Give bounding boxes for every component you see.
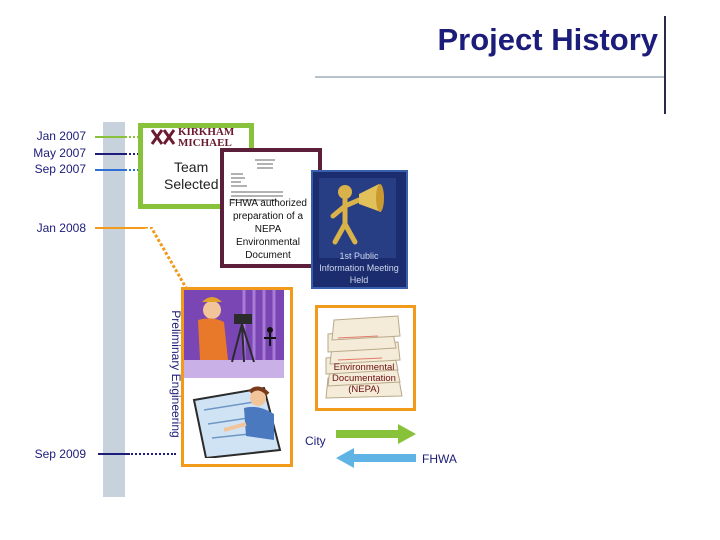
fhwa-authorized-text: FHWA authorized preparation of a NEPA En… xyxy=(229,198,307,261)
title-divider-horizontal xyxy=(315,76,665,78)
drafter-illustration-icon xyxy=(184,380,284,458)
kirkham-michael-logo-text: KIRKHAM MICHAEL xyxy=(178,126,235,149)
connector-jan-2007 xyxy=(95,136,125,138)
connector-may-2007 xyxy=(95,153,125,155)
city-arrow-right-icon xyxy=(336,424,416,444)
document-text-icon xyxy=(231,159,283,201)
connector-jan-2008-diagonal xyxy=(145,227,202,313)
connector-jan-2007-dotted xyxy=(125,136,147,138)
connector-sep-2009 xyxy=(98,453,128,455)
environmental-documentation-text: Environmental Documentation (NEPA) xyxy=(332,362,396,395)
connector-may-2007-dotted xyxy=(125,153,147,155)
connector-sep-2009-dotted xyxy=(128,453,176,455)
public-meeting-image xyxy=(319,178,396,258)
date-may-2007: May 2007 xyxy=(33,146,86,160)
public-meeting-text: 1st Public Information Meeting Held xyxy=(319,251,399,285)
surveyor-illustration-icon xyxy=(184,290,284,378)
team-label: Team xyxy=(174,159,209,175)
date-jan-2007: Jan 2007 xyxy=(36,129,86,143)
kirkham-michael-logo-icon xyxy=(150,129,176,145)
page-title: Project History xyxy=(437,22,658,57)
date-jan-2008: Jan 2008 xyxy=(36,221,86,235)
date-sep-2007: Sep 2007 xyxy=(34,162,86,176)
timeline-bar xyxy=(103,122,125,497)
fhwa-arrow-left-icon xyxy=(336,448,416,468)
connector-sep-2007-dotted xyxy=(125,169,147,171)
selected-label: Selected xyxy=(164,176,219,192)
team-selected-text: Team Selected xyxy=(164,159,218,193)
title-divider-vertical xyxy=(664,16,666,114)
connector-sep-2007 xyxy=(95,169,125,171)
paper-stack-icon xyxy=(325,315,403,399)
legend-city-label: City xyxy=(305,434,326,448)
preliminary-engineering-label: Preliminary Engineering xyxy=(169,310,183,438)
connector-jan-2008 xyxy=(95,227,145,229)
megaphone-figure-icon xyxy=(330,184,384,245)
date-sep-2009: Sep 2009 xyxy=(34,447,86,461)
legend-fhwa-label: FHWA xyxy=(422,452,457,466)
